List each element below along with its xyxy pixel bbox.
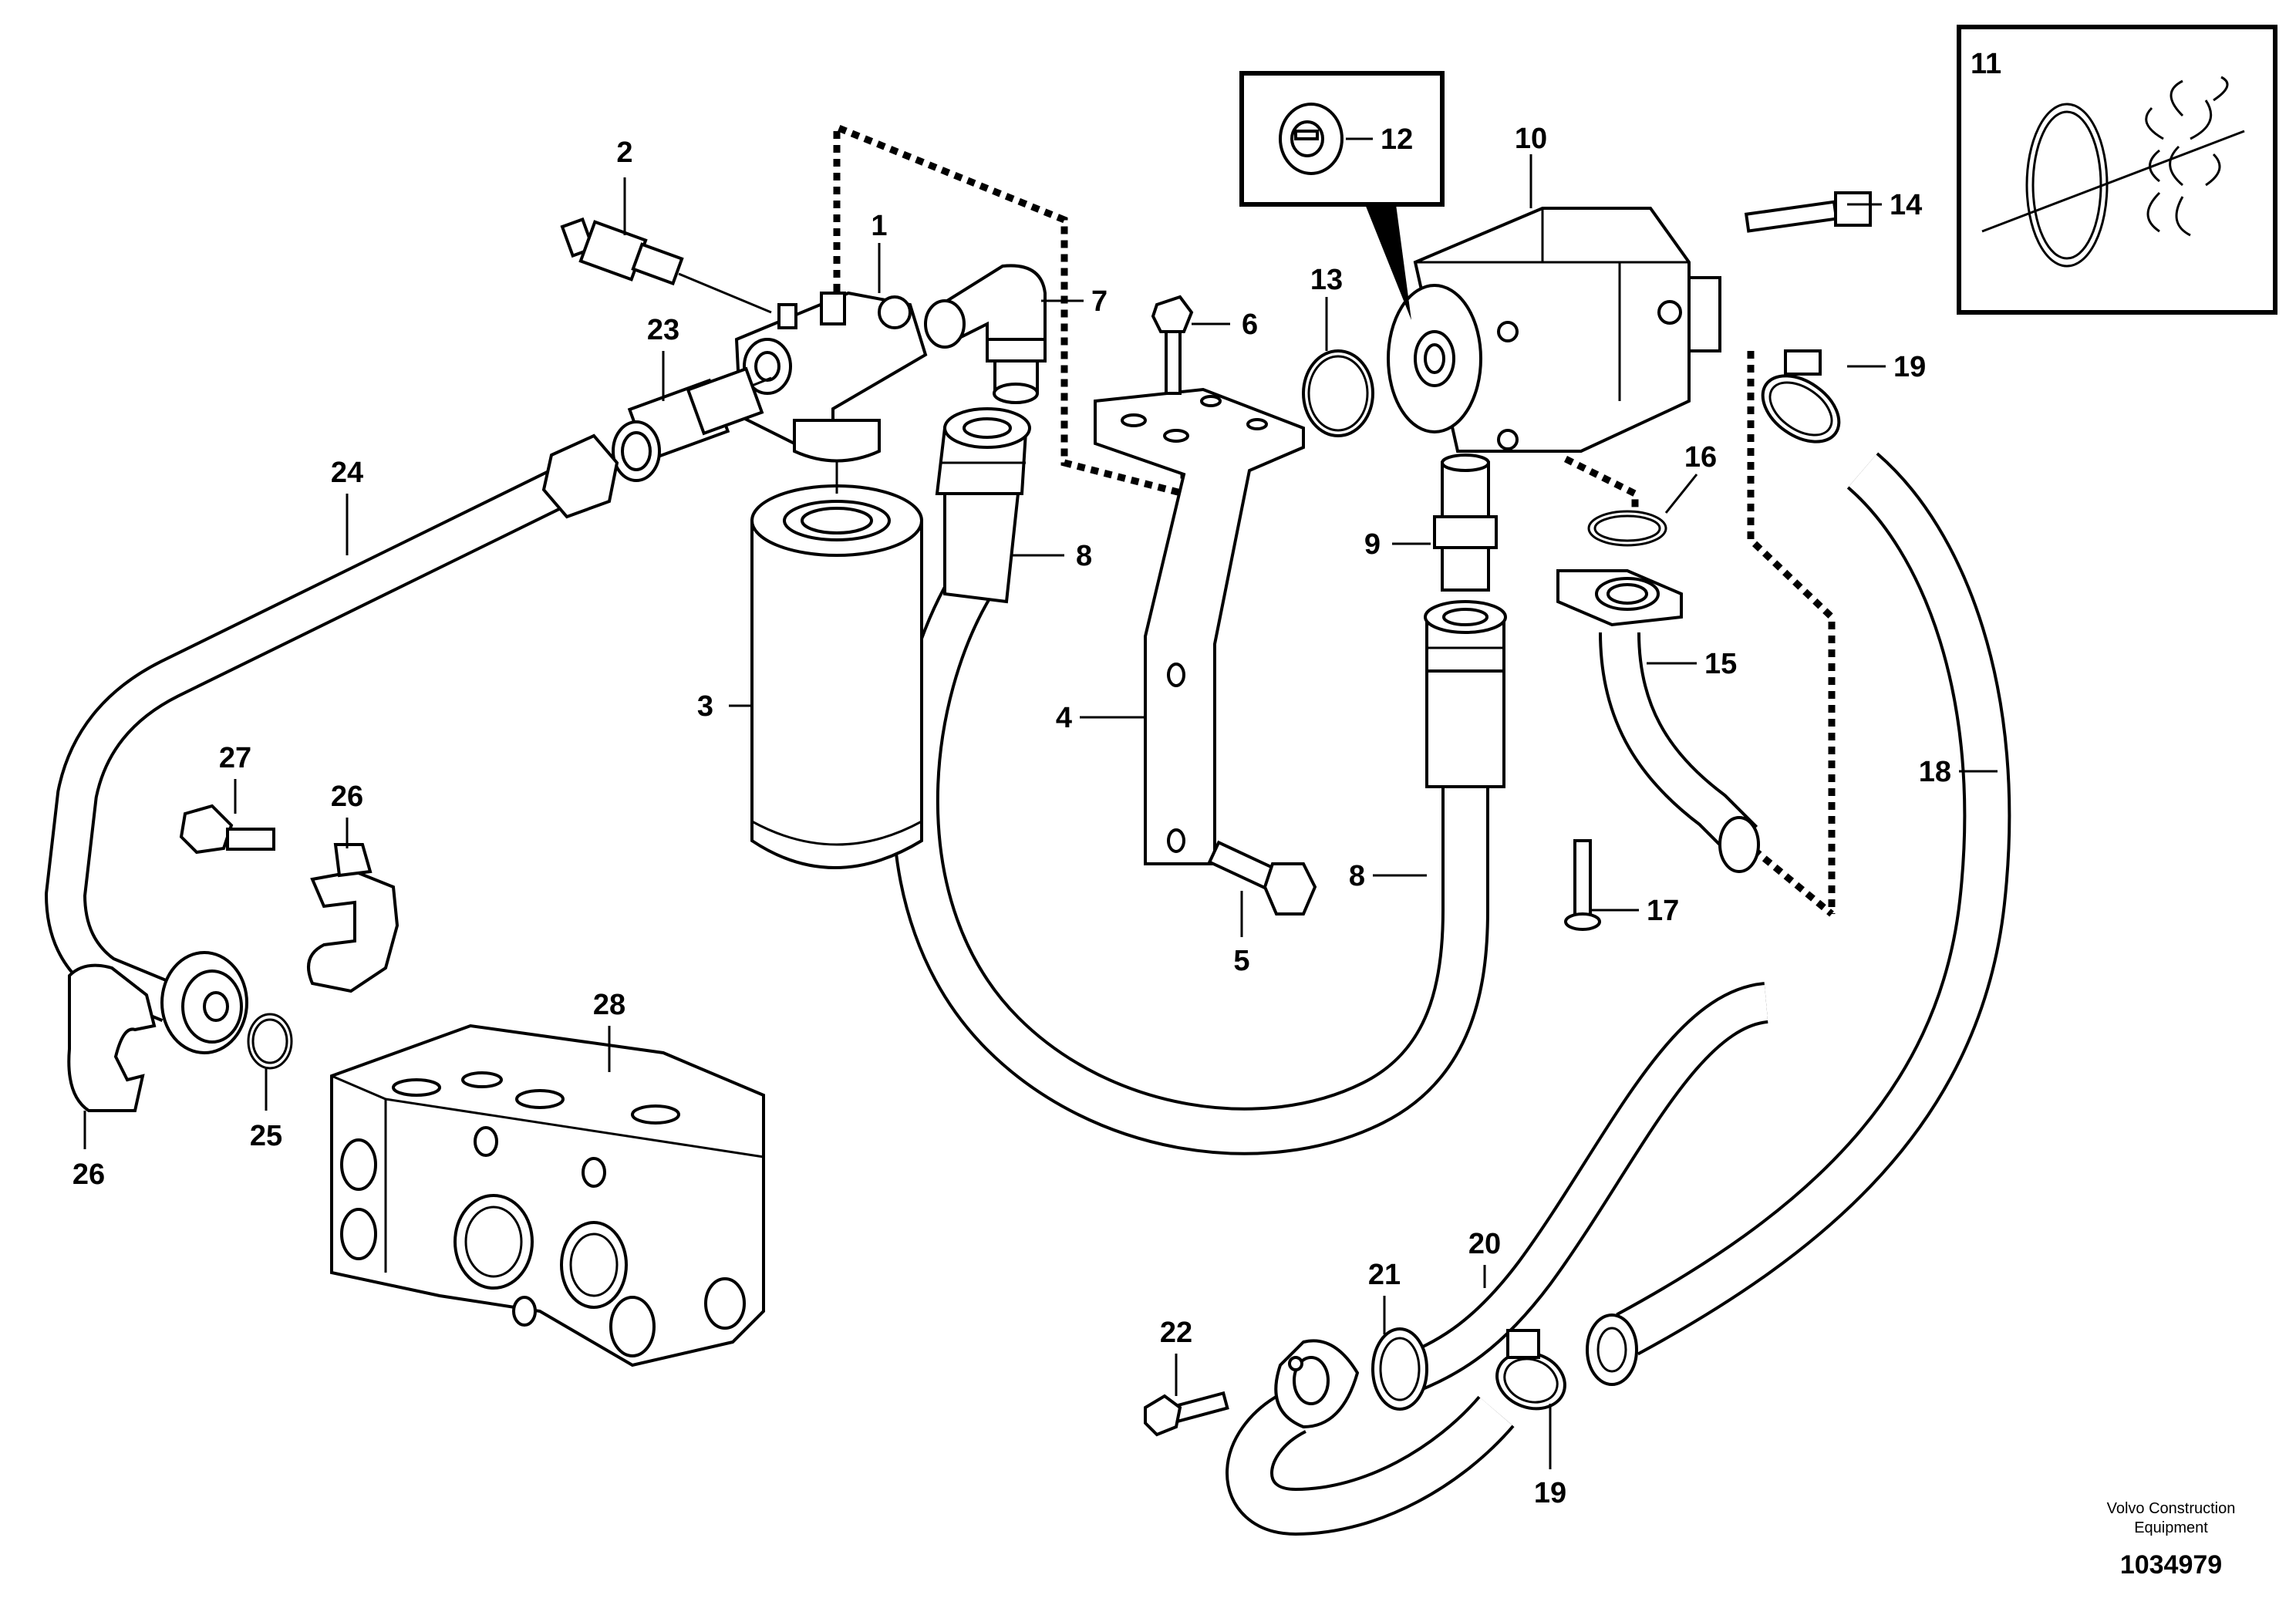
label-26b: 26 xyxy=(72,1158,105,1191)
filter-3 xyxy=(750,455,923,869)
hose-18 xyxy=(1616,452,2011,1356)
o-ring-25 xyxy=(247,1013,293,1070)
label-25: 25 xyxy=(250,1120,282,1152)
o-ring-13 xyxy=(1302,349,1374,437)
label-14: 14 xyxy=(1890,189,1922,221)
label-7: 7 xyxy=(1091,285,1108,318)
label-17: 17 xyxy=(1647,895,1679,927)
label-19a: 19 xyxy=(1893,351,1926,383)
hose-8-fitting-top xyxy=(935,407,1031,604)
credit-company-line2: Equipment xyxy=(2134,1519,2208,1536)
label-16: 16 xyxy=(1684,441,1717,474)
label-12: 12 xyxy=(1381,123,1413,156)
fitting-9 xyxy=(1433,454,1498,592)
fitting-23 xyxy=(612,366,772,482)
half-flange-26-right xyxy=(307,843,400,993)
label-26a: 26 xyxy=(331,781,363,813)
bolt-14 xyxy=(1744,191,1872,233)
label-13: 13 xyxy=(1310,264,1343,296)
label-10: 10 xyxy=(1515,123,1547,155)
label-20: 20 xyxy=(1468,1228,1501,1260)
hose-lower-loop xyxy=(1226,1390,1515,1536)
bolt-17 xyxy=(1564,839,1601,931)
label-3: 3 xyxy=(697,690,713,723)
label-15: 15 xyxy=(1704,648,1737,680)
label-27: 27 xyxy=(219,742,251,774)
hose-8-fitting-bottom xyxy=(1424,600,1507,788)
bolt-6 xyxy=(1151,295,1194,395)
hose-20 xyxy=(1403,982,1770,1393)
label-18: 18 xyxy=(1919,756,1951,788)
drawing-number: 1034979 xyxy=(2120,1550,2222,1580)
elbow-7 xyxy=(924,264,1047,404)
inset-11 xyxy=(1957,25,2277,315)
o-ring-16 xyxy=(1587,510,1667,547)
valve-block-28 xyxy=(330,1023,765,1367)
label-24: 24 xyxy=(331,457,363,489)
filter-head-1 xyxy=(734,291,928,463)
flange-15 xyxy=(1556,569,1760,873)
label-8a: 8 xyxy=(1076,540,1092,572)
label-23: 23 xyxy=(647,314,679,346)
bracket-4 xyxy=(1094,387,1305,865)
label-9: 9 xyxy=(1364,528,1381,561)
label-4: 4 xyxy=(1056,702,1072,734)
credit-company: Volvo Construction xyxy=(2107,1500,2236,1517)
label-2: 2 xyxy=(616,137,632,169)
tube-24 xyxy=(45,455,595,1022)
label-1: 1 xyxy=(871,210,887,242)
label-8b: 8 xyxy=(1349,860,1365,892)
sensor-2 xyxy=(560,217,772,314)
label-28: 28 xyxy=(593,989,625,1021)
inset-12 xyxy=(1239,71,1445,320)
pump-10 xyxy=(1387,207,1721,453)
flange-fitting-24 xyxy=(160,951,248,1054)
label-21: 21 xyxy=(1368,1259,1401,1291)
hose-coupling xyxy=(1586,1313,1638,1386)
bolt-22 xyxy=(1144,1391,1229,1437)
label-22: 22 xyxy=(1160,1317,1192,1349)
bolt-27 xyxy=(179,804,275,855)
clamp-19-bottom xyxy=(1495,1329,1566,1411)
flange-21 xyxy=(1274,1327,1428,1429)
tube-24-nut xyxy=(541,433,619,519)
leader-lines xyxy=(83,137,1998,1469)
clamp-19-top xyxy=(1761,349,1841,443)
label-5: 5 xyxy=(1233,945,1249,977)
half-flange-26-left xyxy=(67,963,157,1112)
label-11: 11 xyxy=(1971,48,2001,80)
label-19b: 19 xyxy=(1534,1477,1566,1509)
bolt-5 xyxy=(1207,840,1317,916)
tube-15 xyxy=(1599,632,1758,856)
label-6: 6 xyxy=(1242,309,1258,341)
